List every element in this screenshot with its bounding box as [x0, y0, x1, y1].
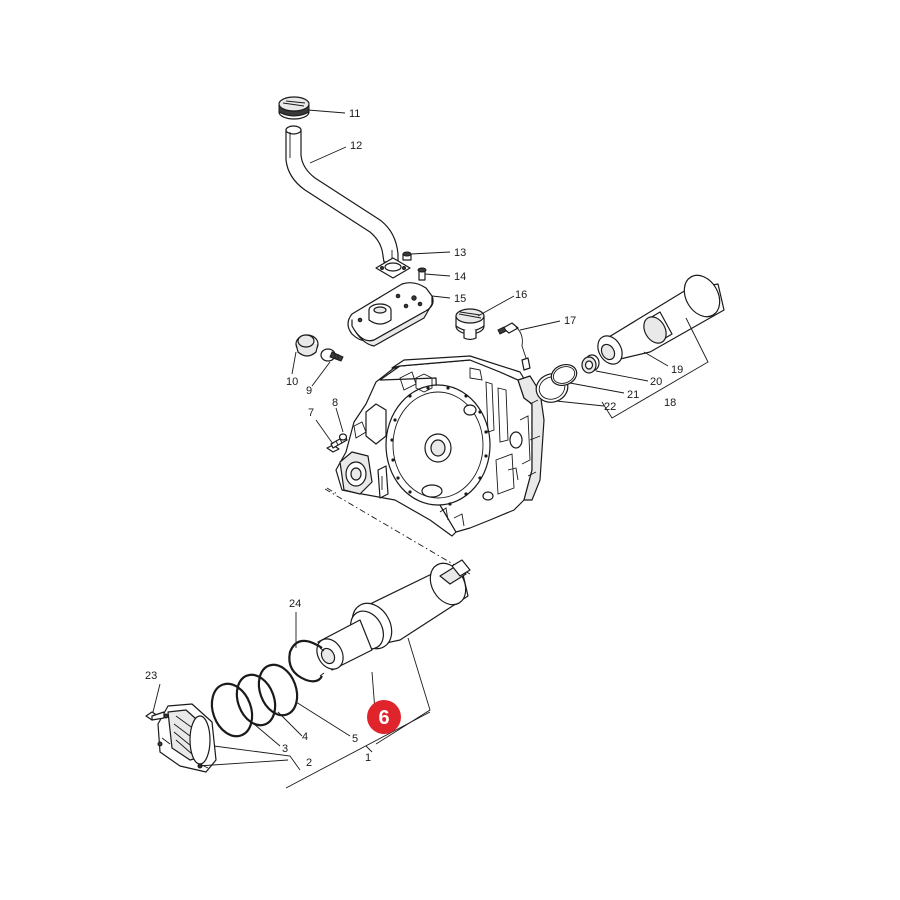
callout-20: 20 [650, 376, 662, 388]
callout-5: 5 [352, 733, 358, 745]
callout-18: 18 [664, 397, 676, 409]
o-ring-4 [235, 673, 277, 727]
bolt-13 [402, 251, 412, 261]
o-ring-5 [257, 663, 299, 717]
filter-19 [597, 274, 725, 365]
callout-8: 8 [332, 397, 338, 409]
bushing-20 [581, 354, 600, 374]
callout-24: 24 [289, 598, 301, 610]
callout-2: 2 [306, 757, 312, 769]
callout-23: 23 [145, 670, 157, 682]
callout-17: 17 [564, 315, 576, 327]
callout-7: 7 [308, 407, 314, 419]
callout-11: 11 [349, 108, 360, 120]
bolt-23 [145, 711, 165, 721]
washer-8 [338, 433, 348, 441]
callout-3: 3 [282, 743, 288, 755]
callout-13: 13 [454, 247, 466, 259]
sensor-17 [497, 322, 531, 371]
highlight-badge-6[interactable]: 6 [367, 700, 401, 734]
snap-ring-24 [288, 639, 325, 683]
cover-plate-15 [347, 282, 434, 347]
callout-14: 14 [454, 271, 466, 283]
o-ring-3 [210, 682, 254, 738]
callout-12: 12 [350, 140, 362, 152]
leader-lines [152, 109, 709, 789]
pipe-flange [375, 257, 411, 279]
callout-labels: 11 12 13 14 15 16 17 10 9 8 7 19 20 21 2… [145, 108, 683, 769]
transmission-housing [335, 355, 545, 537]
callout-16: 16 [515, 289, 527, 301]
bolt-14 [417, 267, 427, 281]
callout-19: 19 [671, 364, 683, 376]
highlight-badge-circle [367, 700, 401, 734]
callout-9: 9 [306, 385, 312, 397]
callout-10: 10 [286, 376, 298, 388]
filter-cover-2 [157, 703, 217, 773]
breather-cap-16 [455, 308, 485, 341]
cap-10 [295, 334, 319, 357]
highlight-badge-label: 6 [378, 707, 389, 729]
assembly-axis-line [324, 487, 471, 575]
callout-1: 1 [365, 752, 371, 764]
callout-22: 22 [604, 401, 616, 413]
filter-element-6 [316, 559, 471, 671]
o-ring-21 [550, 364, 578, 386]
callout-4: 4 [302, 731, 308, 743]
filler-cap-11 [278, 96, 310, 120]
plug-9 [320, 348, 344, 362]
callout-15: 15 [454, 293, 466, 305]
filler-pipe-12 [285, 125, 399, 263]
callout-21: 21 [627, 389, 639, 401]
